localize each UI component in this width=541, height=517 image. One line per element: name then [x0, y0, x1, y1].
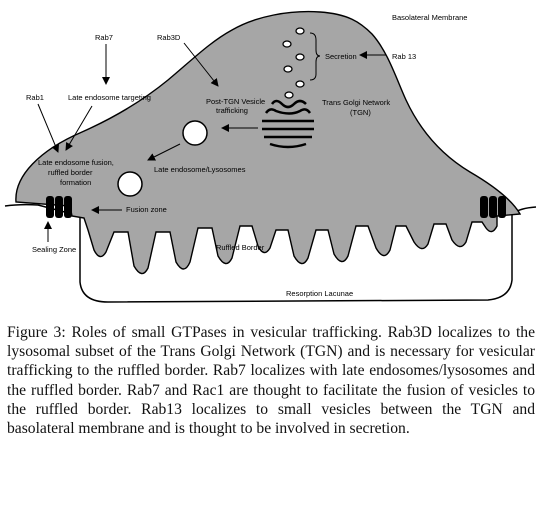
- lysosome-vesicle-lower: [117, 171, 143, 197]
- osteoclast-diagram: Basolateral Membrane Rab3D Rab7 Rab1 Lat…: [4, 10, 537, 303]
- lysosome-vesicle-upper: [182, 120, 208, 146]
- sealing-zone-label: Sealing Zone: [32, 245, 76, 254]
- figure-caption: Figure 3: Roles of small GTPases in vesi…: [7, 324, 535, 438]
- sealing-zone-right: [480, 196, 506, 218]
- late-endosome-targeting-label: Late endosome targeting: [68, 93, 151, 102]
- sealing-zone-left: [46, 196, 72, 218]
- fusion-zone-label: Fusion zone: [126, 205, 167, 214]
- rab3d-label: Rab3D: [157, 33, 181, 42]
- fusion-label-line1: Late endosome fusion,: [38, 158, 114, 167]
- post-tgn-label-line2: trafficking: [216, 106, 248, 115]
- fusion-label-line3: formation: [60, 178, 91, 187]
- rab13-label: Rab 13: [392, 52, 416, 61]
- arrow-rab3d: [183, 42, 219, 87]
- resorption-lacunae-label: Resorption Lacunae: [286, 289, 353, 298]
- secretion-label: Secretion: [325, 52, 357, 61]
- arrow-to-lysosome: [147, 143, 181, 161]
- arrow-late-endosome-targeting: [65, 105, 93, 151]
- osteoclast-cell-body: [15, 10, 522, 275]
- post-tgn-label-line1: Post-TGN Vesicle: [206, 97, 265, 106]
- tgn-label-line2: (TGN): [350, 108, 371, 117]
- tgn-label-line1: Trans Golgi Network: [322, 98, 390, 107]
- secretion-bracket: [309, 32, 321, 81]
- rab1-label: Rab1: [26, 93, 44, 102]
- arrow-rab1: [37, 103, 59, 153]
- secretion-vesicles: [282, 27, 305, 99]
- late-endosome-lysosome-label: Late endosome/Lysosomes: [154, 165, 246, 174]
- ruffled-border-label: Ruffled Border: [216, 243, 265, 252]
- rab7-label: Rab7: [95, 33, 113, 42]
- basolateral-membrane-label: Basolateral Membrane: [392, 13, 467, 22]
- tgn-stack-icon: [262, 99, 314, 149]
- arrows: [37, 42, 386, 242]
- fusion-label-line2: ruffled border: [48, 168, 93, 177]
